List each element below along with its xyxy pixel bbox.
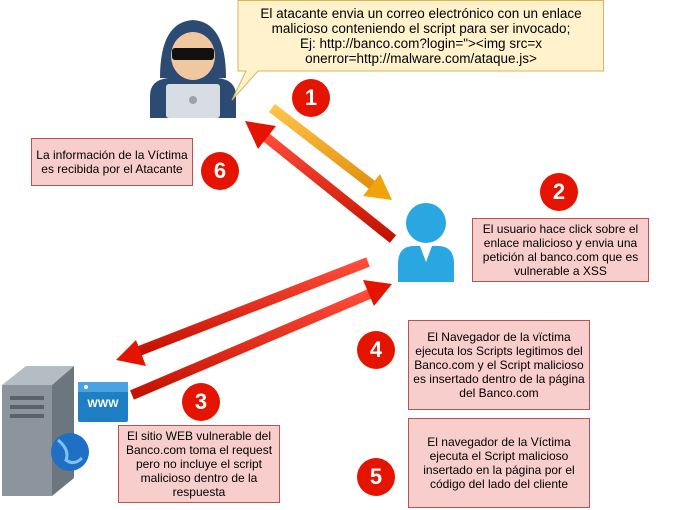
step-badge-1: 1 [292,79,330,117]
note-step-3: El sitio WEB vulnerable del Banco.com to… [118,425,280,503]
arrow-user-to-attacker [245,121,397,243]
step-badge-5: 5 [357,458,395,496]
arrow-user-to-server [116,257,370,366]
callout-text: El atacante envia un correo electrónico … [260,6,582,66]
step-badge-3: 3 [182,383,220,421]
note-step-2: El usuario hace click sobre el enlace ma… [472,218,649,282]
arrow-attacker-to-user [268,104,392,200]
www-label: WWW [87,398,119,410]
note-step-5: El navegador de la Víctima ejecuta el Sc… [408,418,590,508]
note-step-4: El Navegador de la vïctima ejecuta los S… [408,320,590,410]
arrow-server-to-user [130,280,392,400]
step-badge-4: 4 [357,331,395,369]
step-badge-2: 2 [540,173,578,211]
step-badge-6: 6 [201,152,239,190]
note-step-6: La información de la Víctima es recibida… [31,138,193,186]
